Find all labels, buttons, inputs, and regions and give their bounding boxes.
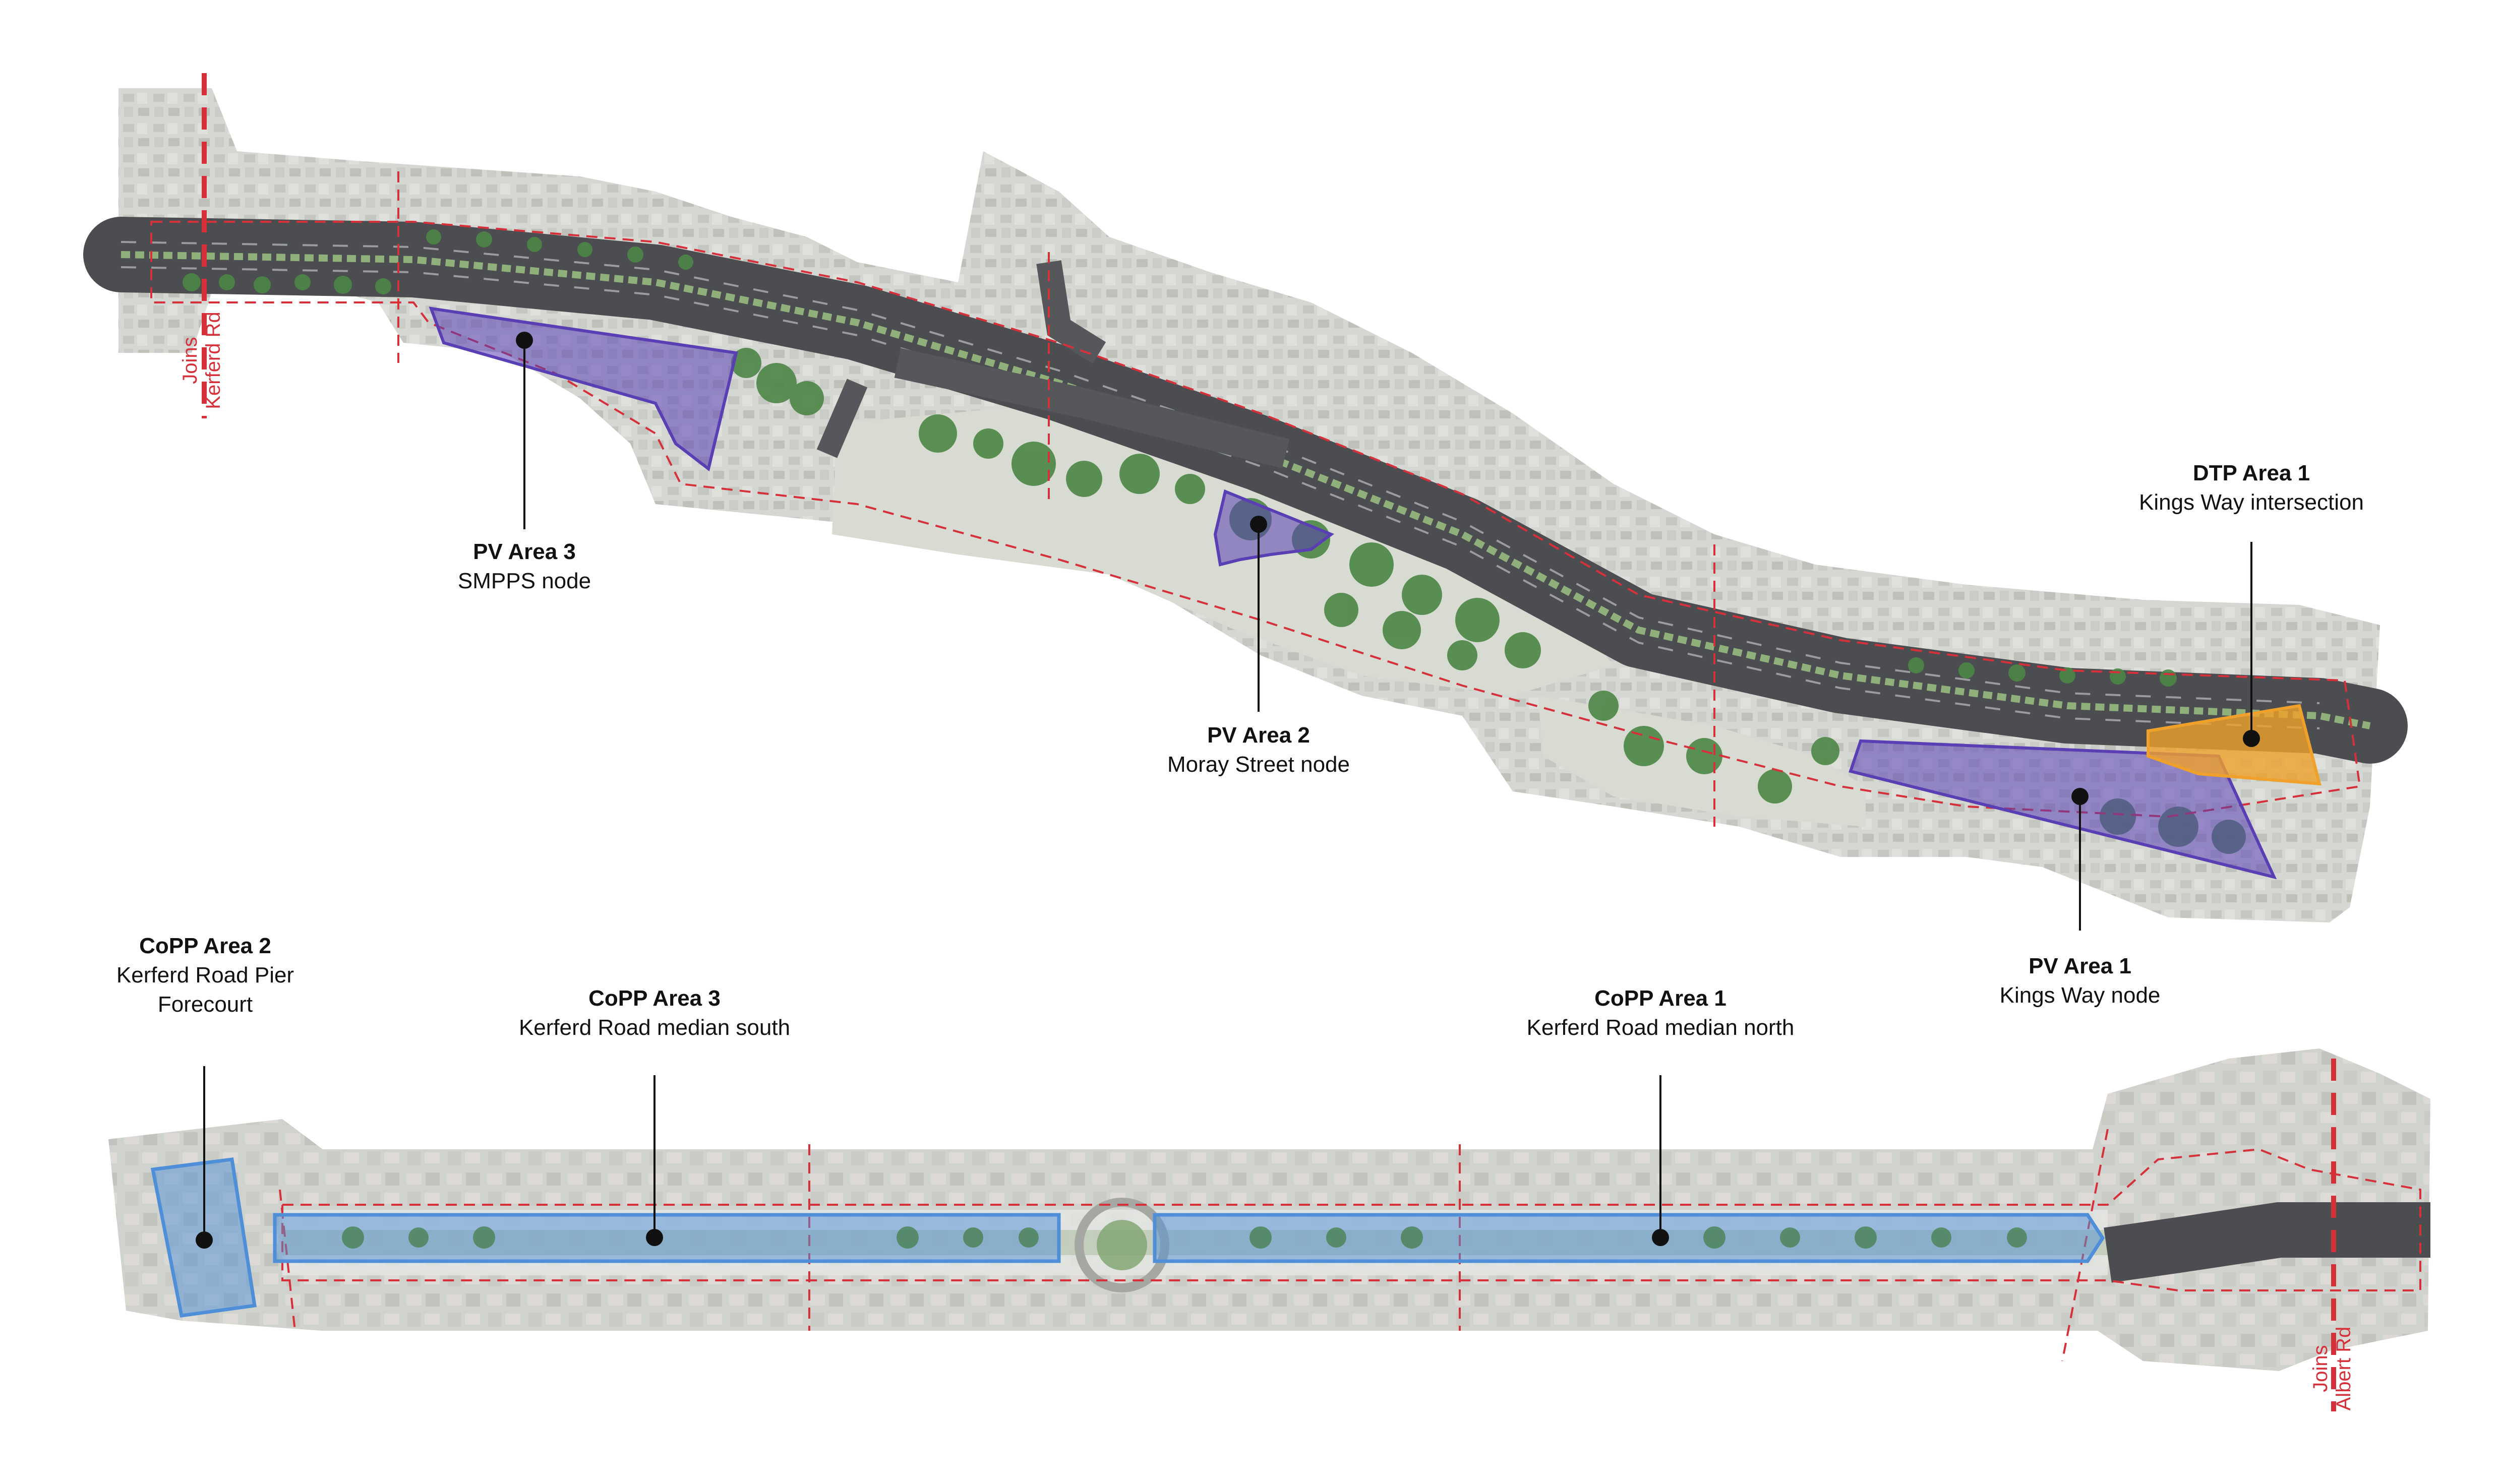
copp-area-1-polygon bbox=[1153, 1213, 2105, 1263]
pv-area-2-label: PV Area 2 Moray Street node bbox=[1167, 721, 1350, 779]
pv-area-3-title: PV Area 3 bbox=[473, 539, 576, 564]
section-dividers bbox=[397, 171, 1715, 827]
side-road bbox=[1036, 260, 1106, 364]
dtp-area-1-polygon bbox=[2147, 704, 2321, 786]
pv-area-3-label: PV Area 3 SMPPS node bbox=[458, 537, 591, 596]
join-kerferd-line2: Kerferd Rd bbox=[202, 312, 224, 409]
pv-area-3-polygon bbox=[429, 306, 738, 472]
copp-area-3-label: CoPP Area 3 Kerferd Road median south bbox=[519, 984, 790, 1042]
dtp-area-1-label: DTP Area 1 Kings Way intersection bbox=[2139, 459, 2364, 517]
join-albert-label: Joins Albert Rd bbox=[2309, 1327, 2355, 1411]
side-road bbox=[816, 379, 868, 458]
copp-area-1-label: CoPP Area 1 Kerferd Road median north bbox=[1527, 984, 1795, 1042]
pv-area-1-label: PV Area 1 Kings Way node bbox=[2000, 952, 2161, 1010]
pv-area-1-subtitle: Kings Way node bbox=[1999, 983, 2161, 1008]
road-lane-marks bbox=[121, 266, 2320, 729]
albert-road-connection bbox=[2104, 1202, 2430, 1283]
area-marker-dot-icon bbox=[516, 332, 2260, 805]
join-albert-line2: Albert Rd bbox=[2333, 1326, 2355, 1411]
pv-area-3-subtitle: SMPPS node bbox=[457, 569, 591, 594]
copp-area-1-subtitle: Kerferd Road median north bbox=[1526, 1015, 1795, 1040]
pv-area-2-title: PV Area 2 bbox=[1207, 723, 1310, 748]
copp-area-3-polygon bbox=[273, 1213, 1061, 1263]
road-median bbox=[121, 251, 2371, 729]
median-trees bbox=[342, 1226, 2027, 1249]
side-road bbox=[894, 348, 1290, 469]
leader-lines-top bbox=[523, 340, 2252, 931]
pv-area-2-subtitle: Moray Street node bbox=[1167, 752, 1350, 777]
dtp-area-1-subtitle: Kings Way intersection bbox=[2139, 490, 2364, 515]
copp-area-2-title: CoPP Area 2 bbox=[139, 934, 271, 958]
roundabout-centre bbox=[1097, 1220, 1147, 1270]
copp-area-3-title: CoPP Area 3 bbox=[588, 986, 721, 1011]
leader-lines-bottom bbox=[203, 1066, 1661, 1240]
copp-area-3-subtitle: Kerferd Road median south bbox=[518, 1015, 791, 1040]
dtp-area-1-title: DTP Area 1 bbox=[2192, 461, 2310, 485]
pv-area-1-title: PV Area 1 bbox=[2029, 954, 2131, 978]
area-marker-dot-icon bbox=[196, 1229, 1669, 1249]
join-albert-line1: Joins bbox=[2309, 1345, 2332, 1392]
copp-area-2-subtitle-line1: Kerferd Road Pier bbox=[116, 963, 294, 988]
join-kerferd-label: Joins Kerferd Rd bbox=[178, 312, 225, 409]
copp-area-1-title: CoPP Area 1 bbox=[1594, 986, 1726, 1011]
join-kerferd-line1: Joins bbox=[179, 337, 201, 384]
road-lane-marks bbox=[121, 241, 2320, 704]
pv-area-2-polygon bbox=[1213, 489, 1335, 567]
pv-area-1-polygon bbox=[1849, 739, 2277, 880]
copp-area-2-label: CoPP Area 2 Kerferd Road Pier Forecourt bbox=[116, 932, 294, 1019]
site-boundary bbox=[150, 221, 2361, 818]
copp-area-2-subtitle-line2: Forecourt bbox=[157, 992, 253, 1017]
